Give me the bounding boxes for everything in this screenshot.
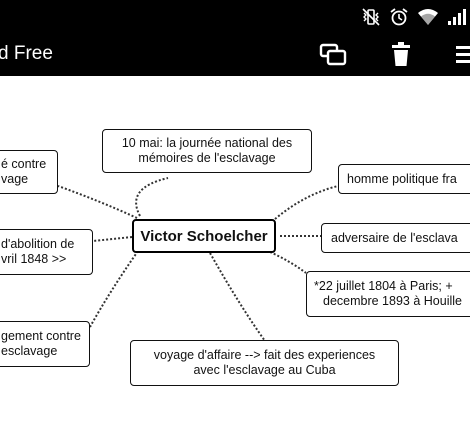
node-left-engagement[interactable]: gement contre esclavage bbox=[0, 321, 90, 367]
node-text-line: *22 juillet 1804 à Paris; + bbox=[314, 279, 453, 293]
node-text-line: avec l'esclavage au Cuba bbox=[193, 363, 336, 377]
mindmap-links bbox=[57, 177, 339, 342]
link-top-memorial bbox=[135, 177, 169, 217]
link-left-abolition bbox=[92, 236, 133, 242]
central-node[interactable]: Victor Schoelcher bbox=[132, 219, 276, 253]
app-title: d Free bbox=[0, 43, 53, 64]
node-text-line: homme politique fra bbox=[347, 171, 457, 186]
wifi-icon bbox=[418, 9, 438, 25]
menu-icon[interactable] bbox=[454, 44, 470, 66]
node-text-line: voyage d'affaire --> fait des experience… bbox=[153, 348, 376, 362]
node-left-abolition[interactable]: d'abolition de vril 1848 >> bbox=[0, 229, 93, 275]
alarm-icon bbox=[390, 8, 408, 26]
link-bottom-travel bbox=[209, 252, 266, 342]
node-right-dates[interactable]: *22 juillet 1804 à Paris; + decembre 189… bbox=[306, 271, 470, 317]
link-left-engagement bbox=[89, 250, 139, 328]
link-right-politician bbox=[274, 185, 339, 220]
node-text-line: decembre 1893 à Houille bbox=[323, 294, 462, 308]
node-text-line: esclavage bbox=[1, 344, 58, 358]
trash-icon[interactable] bbox=[390, 40, 412, 68]
node-left-against[interactable]: é contre vage bbox=[0, 150, 58, 194]
node-right-politician[interactable]: homme politique fra bbox=[338, 164, 470, 194]
signal-icon bbox=[448, 9, 466, 25]
node-text-line: 10 mai: la journée national des bbox=[121, 136, 293, 150]
node-text-line: gement contre bbox=[1, 329, 81, 343]
node-text-line: mémoires de l'esclavage bbox=[138, 151, 276, 165]
windows-icon[interactable] bbox=[318, 42, 348, 68]
link-right-dates bbox=[269, 251, 307, 274]
node-bottom-travel[interactable]: voyage d'affaire --> fait des experience… bbox=[130, 340, 399, 386]
node-top-memorial[interactable]: 10 mai: la journée national des mémoires… bbox=[102, 129, 312, 173]
vibrate-off-icon bbox=[362, 8, 380, 26]
mindmap-canvas[interactable]: 10 mai: la journée national des mémoires… bbox=[0, 76, 470, 432]
node-text-line: é contre bbox=[1, 157, 47, 171]
action-bar: d Free bbox=[0, 34, 470, 76]
node-right-opponent[interactable]: adversaire de l'esclava bbox=[321, 223, 470, 253]
node-text-line: d'abolition de bbox=[1, 237, 75, 251]
status-bar bbox=[0, 0, 470, 34]
central-node-label: Victor Schoelcher bbox=[140, 227, 268, 245]
link-left-against bbox=[57, 185, 138, 219]
node-text-line: adversaire de l'esclava bbox=[331, 230, 458, 245]
node-text-line: vril 1848 >> bbox=[1, 252, 67, 266]
node-text-line: vage bbox=[1, 172, 29, 186]
